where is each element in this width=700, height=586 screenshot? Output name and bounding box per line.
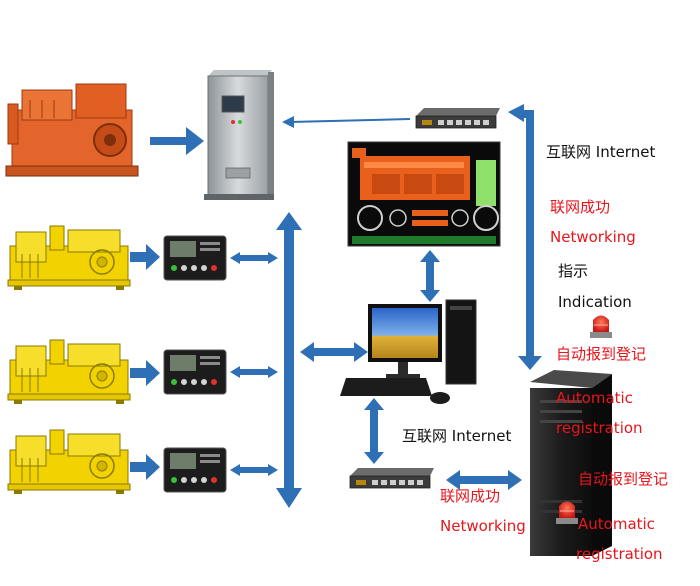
monitoring-display-icon [347,141,501,247]
indication-cn-label: 指示 [558,262,589,280]
desktop-computer-icon [340,299,477,404]
generator-3-icon [7,429,131,495]
control-cabinet-icon [204,70,274,200]
server-tower-icon [530,370,612,556]
bottom-network-router-icon [349,467,435,489]
arrow-bus-computer [300,342,368,362]
big-diesel-generator-icon [5,83,139,177]
generator-2-icon [7,339,131,405]
auto-register-en-label: Automatic [556,389,633,407]
networking-en-label: Networking [550,228,636,246]
controller-3-icon [163,447,227,493]
arrow-router-to-server-top [508,104,542,370]
arrow-cabinet-router [282,116,411,128]
registration-en-label-bottom: registration [576,545,663,563]
arrow-gen1-controller [130,244,160,270]
auto-register-en-label-bottom: Automatic [578,515,655,533]
internet-label-bottom: 互联网 Internet [402,427,512,445]
networking-success-cn-label-bottom: 联网成功 [440,487,501,505]
auto-register-cn-label-server: 自动报到登记 [578,470,669,488]
arrow-controller3-bus [230,464,278,476]
controller-1-icon [163,235,227,281]
arrow-gen2-controller [130,360,160,386]
arrow-computer-router [364,398,384,464]
arrow-controller1-bus [230,252,278,264]
controller-2-icon [163,349,227,395]
internet-label-top: 互联网 Internet [546,143,656,161]
arrow-router-server [446,470,522,490]
registration-en-label: registration [556,419,643,437]
arrow-generator-to-cabinet [150,127,204,155]
networking-success-cn-label: 联网成功 [550,198,611,216]
indication-en-label: Indication [558,293,632,311]
auto-register-cn-label: 自动报到登记 [556,345,647,363]
arrow-controller2-bus [230,366,278,378]
networking-en-label-bottom: Networking [440,517,526,535]
top-network-router-icon [415,107,501,129]
warning-light-icon-top [589,315,613,339]
generator-1-icon [7,225,131,291]
arrow-gen3-controller [130,454,160,480]
arrow-screen-computer [420,250,440,302]
vertical-bus-arrow [276,212,302,508]
